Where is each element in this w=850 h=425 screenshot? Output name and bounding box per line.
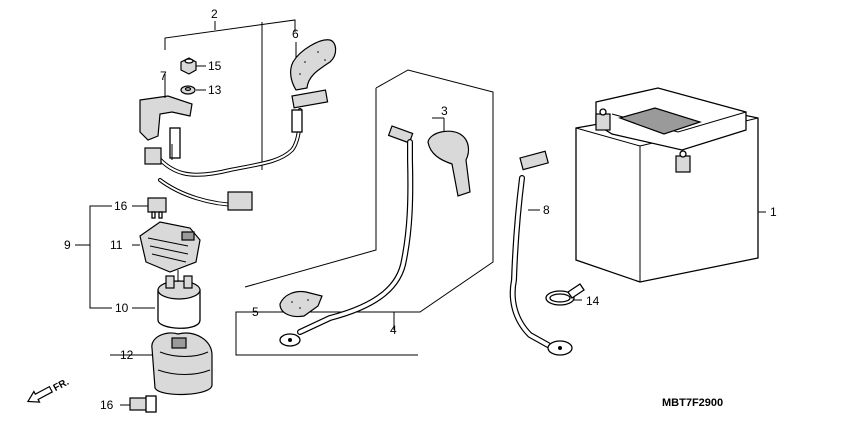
callout-8: 8 xyxy=(543,203,550,217)
starter-relay-part-10 xyxy=(157,270,201,329)
callout-5: 5 xyxy=(252,305,259,319)
relay-rubber-part-12 xyxy=(151,332,213,396)
callout-10: 10 xyxy=(115,301,129,315)
band-part-14 xyxy=(545,283,585,306)
bracket-part-9 xyxy=(75,205,155,309)
callout-13: 13 xyxy=(208,83,222,97)
callout-16-lower: 16 xyxy=(100,398,114,412)
leader-lines xyxy=(110,65,444,356)
callout-12: 12 xyxy=(120,348,134,362)
callout-9: 9 xyxy=(64,238,71,252)
relay-harness-part-2 xyxy=(144,89,329,211)
front-direction-arrow: FR. xyxy=(26,377,72,403)
ground-cable-part-8 xyxy=(509,150,573,356)
terminal-cover-part-6 xyxy=(290,39,337,91)
callout-14: 14 xyxy=(586,294,600,308)
fuse-part-16-upper xyxy=(147,197,167,219)
terminal-cover-part-7 xyxy=(139,74,193,141)
callout-2: 2 xyxy=(211,7,218,21)
bracket-part-2 xyxy=(164,19,296,170)
battery-cable-part-4 xyxy=(279,125,414,347)
direction-label: FR. xyxy=(52,377,72,394)
callout-4: 4 xyxy=(390,323,397,337)
group-box-part-4 xyxy=(235,69,494,356)
nut-part-15 xyxy=(180,57,197,75)
callout-7: 7 xyxy=(160,69,167,83)
callout-6: 6 xyxy=(292,27,299,41)
washer-part-13 xyxy=(180,85,196,95)
boot-part-5 xyxy=(264,290,323,318)
relay-cover-part-11 xyxy=(139,221,201,273)
terminal-cap-part-3 xyxy=(427,118,471,197)
fuse-part-16-lower xyxy=(120,395,157,413)
callout-3: 3 xyxy=(441,104,448,118)
callout-labels: 1 2 3 4 5 6 7 8 9 10 11 12 13 14 15 16 1… xyxy=(64,7,777,412)
battery-part-1 xyxy=(575,87,766,283)
callout-15: 15 xyxy=(208,59,222,73)
callout-1: 1 xyxy=(770,205,777,219)
drawing-code: MBT7F2900 xyxy=(662,397,723,409)
callout-16-upper: 16 xyxy=(114,199,128,213)
callout-11: 11 xyxy=(110,238,123,252)
